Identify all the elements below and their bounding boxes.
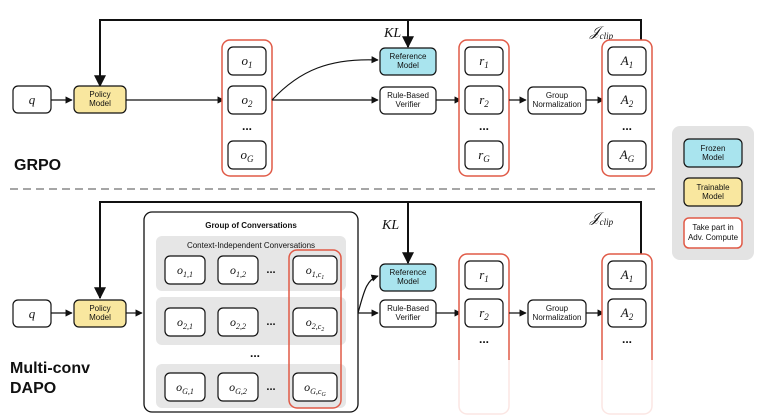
svg-text:...: ... bbox=[479, 332, 489, 346]
svg-text:Policy: Policy bbox=[89, 304, 110, 313]
dapo-adv-2 bbox=[607, 298, 647, 328]
svg-text:oG,cG: oG,cG bbox=[304, 380, 326, 398]
conv-1-2 bbox=[217, 255, 259, 285]
svg-text:...: ... bbox=[622, 332, 632, 346]
svg-text:...: ... bbox=[479, 119, 489, 133]
conv-1-1 bbox=[164, 255, 206, 285]
svg-text:Verifier: Verifier bbox=[396, 313, 421, 322]
final-turn-highlight bbox=[288, 249, 342, 409]
grpo-adv-1 bbox=[607, 46, 647, 76]
legend-adv-compute bbox=[683, 217, 743, 249]
grpo-jclip-label: 𝒥clip bbox=[589, 25, 614, 41]
dapo-jclip-label: 𝒥clip bbox=[589, 211, 614, 227]
svg-text:Normalization: Normalization bbox=[533, 100, 582, 109]
dapo-reward-1 bbox=[464, 260, 504, 290]
grpo-output-ellipsis: ... bbox=[242, 119, 252, 133]
grpo-output-2 bbox=[227, 85, 267, 115]
svg-text:Take part in: Take part in bbox=[692, 223, 733, 232]
svg-text:Model: Model bbox=[702, 153, 724, 162]
grpo-output-1 bbox=[227, 46, 267, 76]
svg-text:Frozen: Frozen bbox=[701, 144, 726, 153]
dapo-feedback-arrow bbox=[94, 201, 642, 300]
dapo-section: KL 𝒥clip q Policy Model Group of Convers… bbox=[10, 201, 670, 415]
svg-text:rG: rG bbox=[478, 147, 490, 164]
grpo-policy-label-1: Policy bbox=[89, 90, 110, 99]
dapo-title-2: DAPO bbox=[10, 380, 56, 397]
grpo-reference-model bbox=[379, 47, 437, 76]
conv-2-2 bbox=[217, 307, 259, 337]
grpo-adv-2 bbox=[607, 85, 647, 115]
svg-text:Model: Model bbox=[397, 277, 419, 286]
svg-text:oG,1: oG,1 bbox=[176, 380, 194, 396]
svg-text:...: ... bbox=[266, 316, 275, 328]
svg-text:o2: o2 bbox=[242, 92, 254, 109]
dapo-reward-2 bbox=[464, 298, 504, 328]
svg-text:...: ... bbox=[266, 381, 275, 393]
svg-text:A1: A1 bbox=[620, 267, 633, 284]
svg-text:o1: o1 bbox=[242, 53, 253, 70]
svg-text:Model: Model bbox=[89, 313, 111, 322]
svg-text:Verifier: Verifier bbox=[396, 100, 421, 109]
svg-text:Group: Group bbox=[546, 304, 569, 313]
rows-ellipsis: ... bbox=[250, 346, 260, 360]
dapo-query: q bbox=[29, 306, 36, 321]
svg-text:r2: r2 bbox=[479, 305, 489, 322]
grpo-feedback-arrow bbox=[94, 19, 642, 88]
conv-g-c bbox=[292, 372, 338, 402]
dapo-reference-model bbox=[379, 263, 437, 292]
svg-text:Adv. Compute: Adv. Compute bbox=[688, 233, 739, 242]
svg-text:oG: oG bbox=[241, 147, 255, 164]
svg-text:o1,1: o1,1 bbox=[177, 263, 193, 279]
grpo-query: q bbox=[29, 92, 36, 107]
svg-text:A2: A2 bbox=[620, 92, 634, 109]
svg-text:A1: A1 bbox=[620, 53, 633, 70]
svg-text:Model: Model bbox=[397, 61, 419, 70]
conv-1-c bbox=[292, 255, 338, 285]
svg-text:o2,2: o2,2 bbox=[230, 315, 246, 331]
grpo-reward-1 bbox=[464, 46, 504, 76]
grpo-section: KL 𝒥clip q Policy Model o1 o2 ... oG Ref… bbox=[12, 19, 653, 177]
grpo-title: GRPO bbox=[14, 157, 61, 174]
grpo-reward-g bbox=[464, 140, 504, 170]
dapo-kl-label: KL bbox=[381, 218, 399, 233]
svg-text:o1,2: o1,2 bbox=[230, 263, 246, 279]
svg-text:o2,1: o2,1 bbox=[177, 315, 193, 331]
grpo-kl-label: KL bbox=[383, 26, 401, 41]
svg-text:o2,c2: o2,c2 bbox=[306, 315, 325, 333]
svg-text:Reference: Reference bbox=[390, 268, 427, 277]
conv-2-c bbox=[292, 307, 338, 337]
dapo-title-1: Multi-conv bbox=[10, 360, 90, 377]
svg-text:AG: AG bbox=[619, 147, 635, 164]
grpo-output-g bbox=[227, 140, 267, 170]
svg-text:A2: A2 bbox=[620, 305, 634, 322]
svg-text:...: ... bbox=[622, 119, 632, 133]
svg-text:r1: r1 bbox=[479, 267, 489, 284]
conv-2-1 bbox=[164, 307, 206, 337]
svg-text:Reference: Reference bbox=[390, 52, 427, 61]
dapo-adv-1 bbox=[607, 260, 647, 290]
svg-text:Group: Group bbox=[546, 91, 569, 100]
svg-text:Rule-Based: Rule-Based bbox=[387, 304, 429, 313]
bottom-fade bbox=[440, 360, 670, 415]
svg-text:oG,2: oG,2 bbox=[229, 380, 247, 396]
svg-text:Normalization: Normalization bbox=[533, 313, 582, 322]
svg-text:r2: r2 bbox=[479, 92, 489, 109]
conv-g-2 bbox=[217, 372, 259, 402]
grpo-reward-2 bbox=[464, 85, 504, 115]
conv-g-1 bbox=[164, 372, 206, 402]
svg-text:Model: Model bbox=[702, 192, 724, 201]
svg-text:Trainable: Trainable bbox=[696, 183, 730, 192]
svg-text:o1,c1: o1,c1 bbox=[306, 263, 325, 281]
grpo-policy-label-2: Model bbox=[89, 99, 111, 108]
svg-text:r1: r1 bbox=[479, 53, 489, 70]
group-title: Group of Conversations bbox=[205, 221, 297, 230]
legend-frozen bbox=[683, 138, 743, 168]
ci-title: Context-Independent Conversations bbox=[187, 241, 315, 250]
legend: Frozen Model Trainable Model Take part i… bbox=[672, 126, 754, 260]
svg-text:Rule-Based: Rule-Based bbox=[387, 91, 429, 100]
grpo-adv-g bbox=[607, 140, 647, 170]
svg-text:...: ... bbox=[266, 264, 275, 276]
legend-trainable bbox=[683, 177, 743, 207]
